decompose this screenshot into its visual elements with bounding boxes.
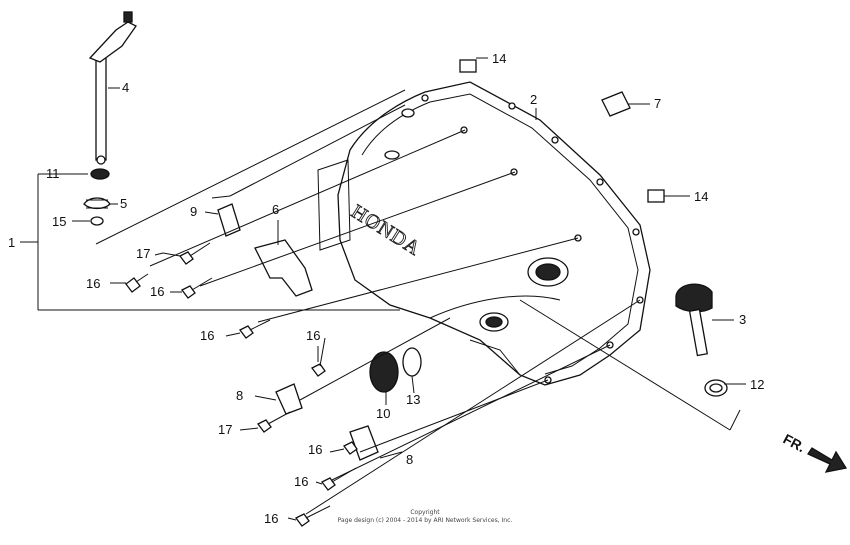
direction-label: FR. — [781, 431, 808, 456]
callout-10: 10 — [376, 406, 390, 421]
callout-2: 2 — [530, 92, 537, 107]
callout-16-g: 16 — [264, 511, 278, 526]
front-arrow-icon — [807, 447, 848, 473]
cable-holder-part — [254, 239, 313, 297]
callout-16-a: 16 — [86, 276, 100, 291]
callout-4: 4 — [122, 80, 129, 95]
callout-11: 11 — [46, 166, 60, 181]
callout-17-a: 17 — [136, 246, 150, 261]
washer-part — [90, 216, 104, 226]
callout-16-e: 16 — [308, 442, 322, 457]
clip-part — [217, 203, 241, 237]
leader-lines — [20, 57, 746, 521]
callout-14-a: 14 — [492, 51, 506, 66]
callout-16-f: 16 — [294, 474, 308, 489]
callout-labels: 1 2 3 4 5 6 7 8 8 9 10 11 12 13 14 14 15… — [8, 51, 764, 526]
callout-17-b: 17 — [218, 422, 232, 437]
copyright-line-1: Copyright — [410, 509, 440, 516]
callout-16-b: 16 — [150, 284, 164, 299]
copyright-footer: Copyright Page design (c) 2004 - 2014 by… — [338, 509, 513, 524]
callout-14-b: 14 — [694, 189, 708, 204]
callout-3: 3 — [739, 312, 746, 327]
callout-7: 7 — [654, 96, 661, 111]
callout-12: 12 — [750, 377, 764, 392]
callout-1: 1 — [8, 235, 15, 250]
callout-9: 9 — [190, 204, 197, 219]
callout-8-b: 8 — [406, 452, 413, 467]
callout-15: 15 — [52, 214, 66, 229]
copyright-line-2: Page design (c) 2004 - 2014 by ARI Netwo… — [338, 517, 513, 524]
callout-16-c: 16 — [200, 328, 214, 343]
plug-o-ring-part — [402, 347, 422, 377]
shift-shaft-part — [88, 11, 137, 165]
callout-8-a: 8 — [236, 388, 243, 403]
callout-6: 6 — [272, 202, 279, 217]
front-direction-indicator: FR. — [781, 431, 848, 473]
plug-cap-part — [369, 351, 399, 393]
bolt-parts — [125, 242, 358, 527]
crankcase-cover: HONDA — [317, 81, 651, 386]
oil-seal-part — [90, 168, 110, 180]
collar-part-2 — [647, 189, 665, 203]
dowel-pin-part — [601, 91, 631, 117]
oil-gauge-part — [675, 283, 713, 357]
callout-5: 5 — [120, 196, 127, 211]
cable-guide-part — [275, 383, 303, 415]
callout-13: 13 — [406, 392, 420, 407]
collar-part — [459, 59, 477, 73]
callout-16-d: 16 — [306, 328, 320, 343]
cable-guide-part-2 — [349, 425, 379, 461]
